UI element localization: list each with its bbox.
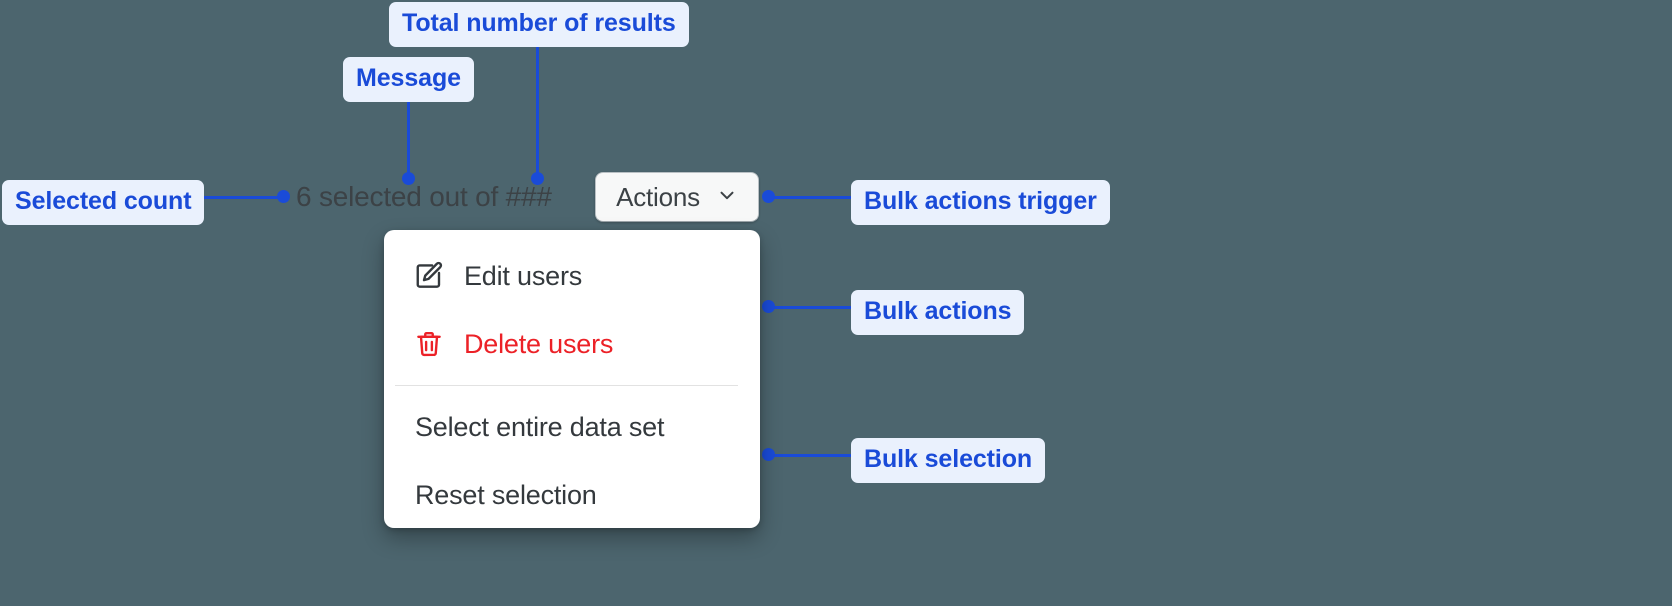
- trash-icon: [414, 329, 444, 359]
- leader-dot-bulk-actions: [762, 300, 775, 313]
- edit-pencil-icon: [414, 261, 444, 291]
- leader-line-bulk-actions-trigger: [768, 196, 854, 199]
- menu-item-delete-users-label: Delete users: [464, 328, 614, 359]
- leader-line-message: [407, 92, 410, 180]
- annotation-bulk-actions: Bulk actions: [851, 290, 1025, 335]
- bulk-actions-menu[interactable]: Edit users Delete users Select entire da…: [384, 230, 760, 528]
- menu-item-select-entire-data-set-label: Select entire data set: [415, 411, 665, 442]
- menu-item-select-entire-data-set[interactable]: Select entire data set: [384, 393, 760, 461]
- annotation-bulk-selection: Bulk selection: [851, 438, 1046, 483]
- annotation-message: Message: [343, 57, 474, 102]
- leader-line-bulk-actions: [768, 306, 854, 309]
- menu-separator: [395, 385, 738, 386]
- leader-dot-selected-count: [277, 190, 290, 203]
- leader-dot-bulk-actions-trigger: [762, 190, 775, 203]
- annotation-bulk-actions-trigger: Bulk actions trigger: [851, 180, 1110, 225]
- leader-line-bulk-selection: [768, 454, 854, 457]
- selection-message: 6 selected out of ###: [296, 181, 552, 212]
- leader-line-total-results: [536, 38, 539, 180]
- menu-item-delete-users[interactable]: Delete users: [384, 310, 760, 378]
- bulk-actions-trigger-button[interactable]: Actions: [595, 172, 759, 222]
- annotation-total-results: Total number of results: [389, 2, 689, 47]
- annotation-selected-count: Selected count: [2, 180, 205, 225]
- leader-dot-message: [402, 172, 415, 185]
- leader-line-selected-count: [200, 196, 284, 199]
- menu-item-edit-users-label: Edit users: [464, 260, 583, 291]
- bulk-actions-trigger-label: Actions: [616, 181, 700, 212]
- menu-item-reset-selection[interactable]: Reset selection: [384, 461, 760, 528]
- leader-dot-bulk-selection: [762, 448, 775, 461]
- leader-dot-total-results: [531, 172, 544, 185]
- chevron-down-icon: [716, 184, 738, 211]
- menu-item-reset-selection-label: Reset selection: [415, 479, 597, 510]
- menu-item-edit-users[interactable]: Edit users: [384, 242, 760, 310]
